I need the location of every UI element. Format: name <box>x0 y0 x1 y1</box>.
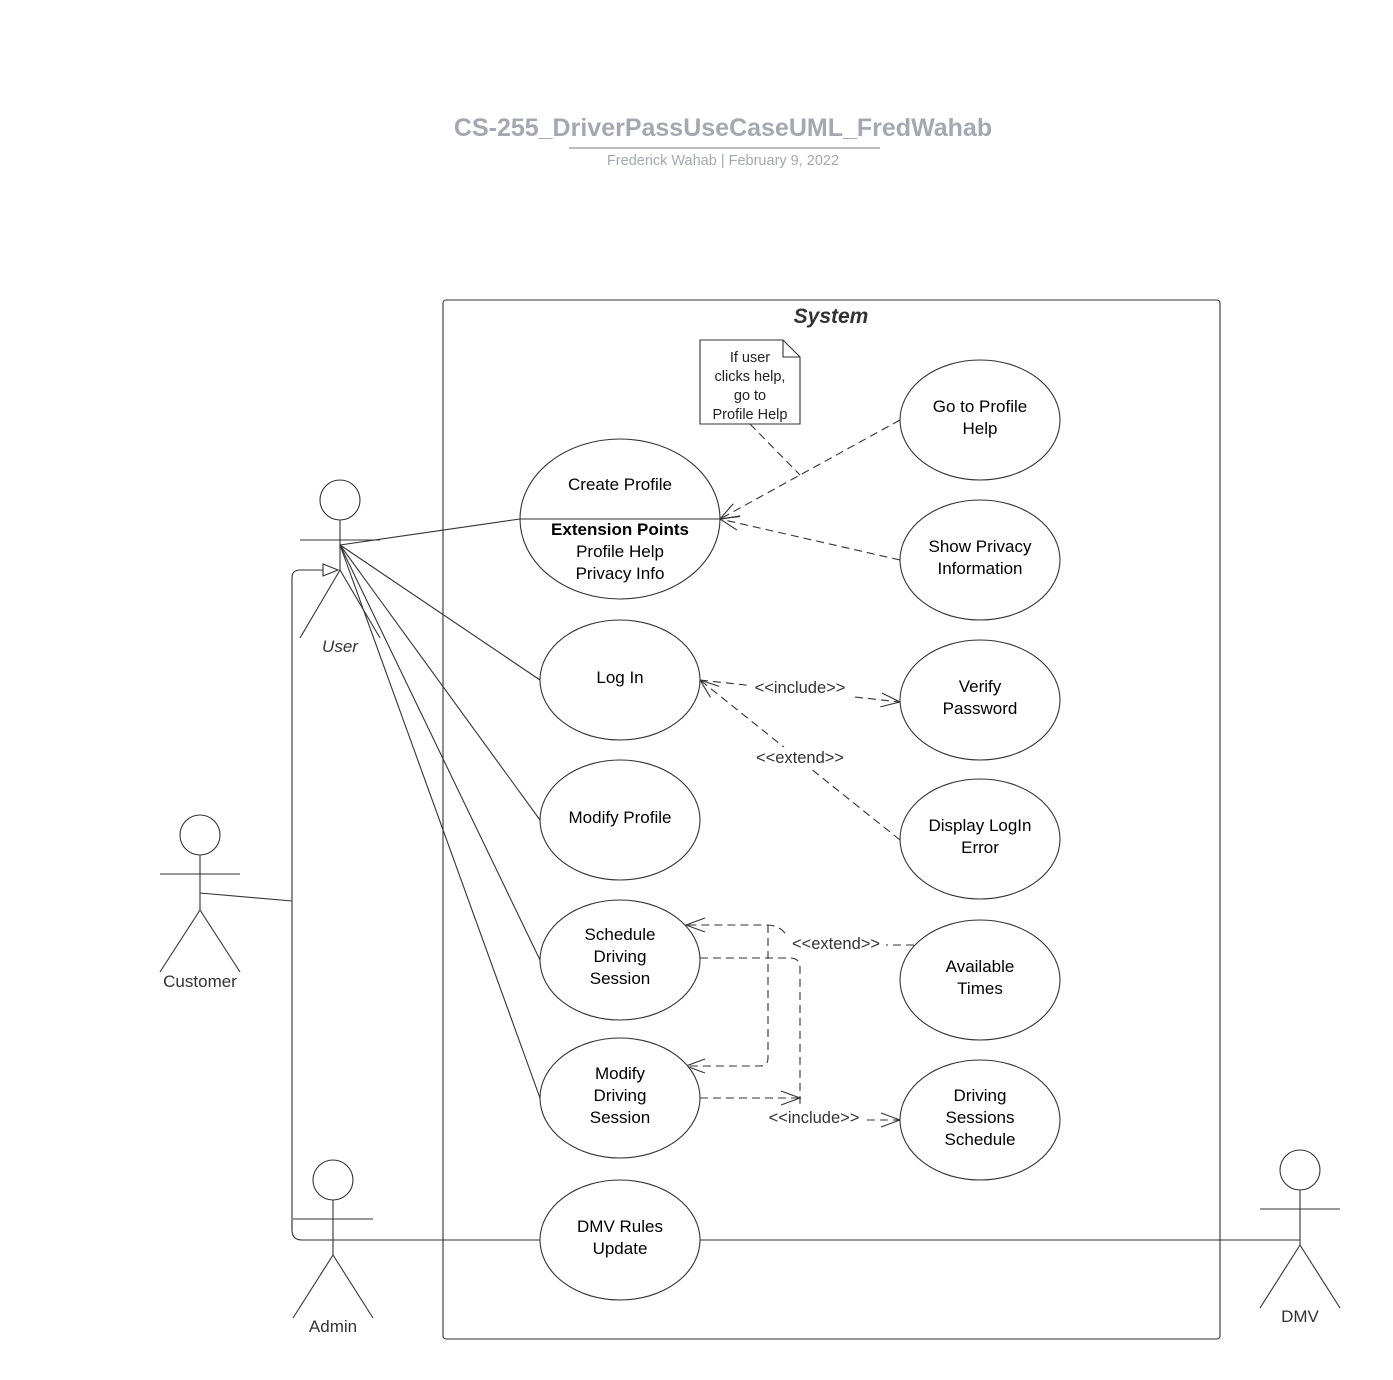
extend-available-times-b <box>684 917 791 946</box>
sessions-schedule-line-2: Sessions <box>946 1108 1015 1127</box>
use-case-login-error[interactable]: Display LogIn Error <box>899 778 1061 900</box>
log-in-label: Log In <box>596 668 643 687</box>
system-label: System <box>794 305 869 328</box>
note-line-3: go to <box>734 388 766 404</box>
extend-login-error <box>698 679 901 841</box>
actor-admin[interactable]: Admin <box>292 1159 374 1336</box>
extend-login-label: <<extend>> <box>756 749 844 767</box>
schedule-session-line-3: Session <box>590 969 650 988</box>
extension-points-heading: Extension Points <box>551 520 689 539</box>
use-case-sessions-schedule[interactable]: Driving Sessions Schedule <box>899 1059 1061 1181</box>
diagram-subtitle: Frederick Wahab | February 9, 2022 <box>607 153 839 169</box>
privacy-info-line-1: Show Privacy <box>929 537 1032 556</box>
use-case-privacy-info[interactable]: Show Privacy Information <box>899 499 1061 621</box>
modify-session-line-2: Driving <box>594 1086 647 1105</box>
use-case-available-times[interactable]: Available Times <box>899 919 1061 1041</box>
actor-user[interactable]: User <box>299 479 381 656</box>
note-line-1: If user <box>730 350 770 366</box>
login-error-line-2: Error <box>961 838 999 857</box>
extend-privacy-info <box>718 515 901 561</box>
include-sessions-schedule-a <box>700 957 902 1128</box>
assoc-user-create-profile <box>339 518 521 546</box>
available-times-line-1: Available <box>946 957 1015 976</box>
login-error-line-1: Display LogIn <box>928 816 1031 835</box>
use-case-schedule-session[interactable]: Schedule Driving Session <box>539 899 701 1021</box>
note-anchor-line <box>749 423 801 476</box>
extension-point-profile-help: Profile Help <box>576 542 664 561</box>
use-case-create-profile[interactable]: Create Profile Extension Points Profile … <box>519 438 721 600</box>
privacy-info-line-2: Information <box>937 559 1022 578</box>
assoc-user-schedule-session <box>339 544 541 961</box>
actor-admin-label: Admin <box>309 1317 357 1336</box>
generalization-to-user <box>199 563 340 1241</box>
include-login-label: <<include>> <box>755 679 846 697</box>
modify-profile-label: Modify Profile <box>569 808 672 827</box>
actor-user-label: User <box>322 637 359 656</box>
user-head-icon <box>319 479 361 521</box>
profile-help-line-1: Go to Profile <box>933 397 1028 416</box>
dashed-relations <box>684 419 914 1128</box>
extend-schedule-label: <<extend>> <box>792 935 880 953</box>
include-schedule-label: <<include>> <box>769 1109 860 1127</box>
schedule-session-line-1: Schedule <box>585 925 656 944</box>
create-profile-label: Create Profile <box>568 475 672 494</box>
dmv-rules-line-2: Update <box>593 1239 648 1258</box>
actor-dmv-label: DMV <box>1281 1307 1319 1326</box>
extend-profile-help <box>718 419 901 520</box>
help-note[interactable]: If user clicks help, go to Profile Help <box>699 339 801 425</box>
modify-session-line-3: Session <box>590 1108 650 1127</box>
use-case-dmv-rules-update[interactable]: DMV Rules Update <box>539 1179 701 1301</box>
actor-customer-label: Customer <box>163 972 237 991</box>
customer-generalization-line <box>199 892 293 902</box>
include-verify-password <box>699 679 902 708</box>
extend-available-times-c <box>684 925 769 1074</box>
verify-password-line-1: Verify <box>959 677 1002 696</box>
assoc-user-modify-session <box>339 544 541 1099</box>
modify-session-line-1: Modify <box>595 1064 646 1083</box>
dmv-head-icon <box>1279 1149 1321 1191</box>
actor-dmv[interactable]: DMV <box>1259 1149 1341 1326</box>
use-case-profile-help[interactable]: Go to Profile Help <box>899 359 1061 481</box>
diagram-title: CS-255_DriverPassUseCaseUML_FredWahab <box>454 114 992 142</box>
admin-generalization-hook <box>291 1220 334 1241</box>
note-line-4: Profile Help <box>713 407 788 423</box>
sessions-schedule-line-3: Schedule <box>945 1130 1016 1149</box>
extension-point-privacy-info: Privacy Info <box>576 564 665 583</box>
assoc-user-log-in <box>339 544 541 681</box>
actor-customer[interactable]: Customer <box>159 814 241 991</box>
schedule-session-line-2: Driving <box>594 947 647 966</box>
profile-help-line-2: Help <box>963 419 998 438</box>
assoc-user-modify-profile <box>339 544 541 821</box>
available-times-line-2: Times <box>957 979 1003 998</box>
admin-head-icon <box>312 1159 354 1201</box>
system-boundary[interactable] <box>442 299 1221 1340</box>
user-associations <box>339 518 541 1099</box>
customer-head-icon <box>179 814 221 856</box>
admin-generalization-line <box>291 563 340 1230</box>
use-case-log-in[interactable]: Log In <box>539 619 701 741</box>
note-line-2: clicks help, <box>715 369 786 385</box>
verify-password-line-2: Password <box>943 699 1018 718</box>
dmv-rules-line-1: DMV Rules <box>577 1217 663 1236</box>
use-case-modify-profile[interactable]: Modify Profile <box>539 759 701 881</box>
use-case-verify-password[interactable]: Verify Password <box>899 639 1061 761</box>
use-case-modify-session[interactable]: Modify Driving Session <box>539 1037 701 1159</box>
sessions-schedule-line-1: Driving <box>954 1086 1007 1105</box>
